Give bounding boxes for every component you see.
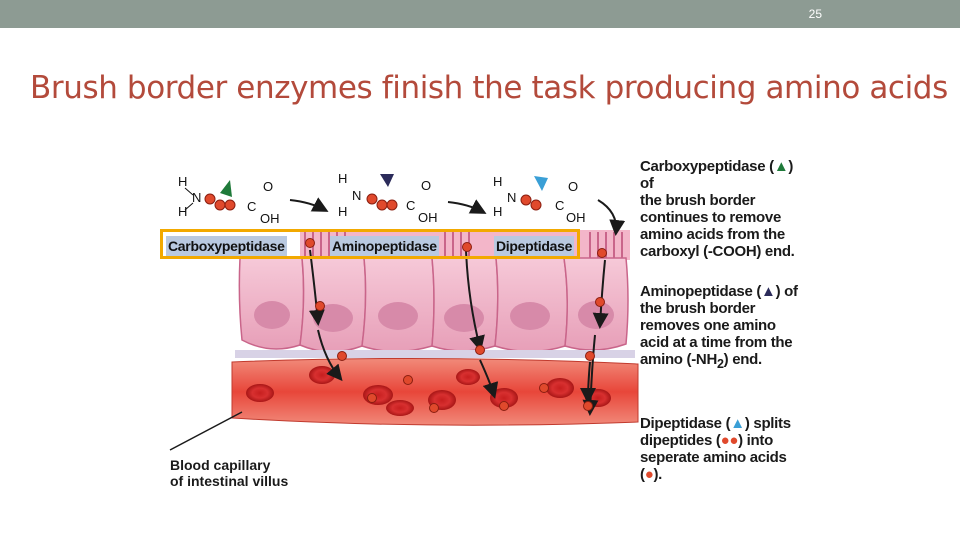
dipeptide-icon: ●● — [720, 432, 739, 449]
triangle-icon-green: ▲ — [773, 158, 789, 175]
svg-text:OH: OH — [418, 210, 438, 225]
transit-amino-acids — [305, 238, 607, 413]
amino-acid-icon: ● — [644, 466, 654, 483]
slide-title: Brush border enzymes finish the task pro… — [30, 70, 948, 106]
capillary-label: Blood capillary of intestinal villus — [170, 457, 289, 489]
basement-membrane — [235, 350, 635, 358]
enzyme-label-dipeptidase: Dipeptidase — [494, 236, 575, 256]
svg-text:H: H — [178, 174, 187, 189]
svg-text:H: H — [493, 174, 502, 189]
top-bar: 25 — [0, 0, 960, 28]
svg-text:N: N — [352, 188, 361, 203]
svg-text:OH: OH — [260, 211, 280, 226]
intestine-illustration: HH N C O OH HH N C O OH — [169, 171, 639, 451]
triangle-icon-blue: ▲ — [730, 415, 745, 432]
carboxypeptidase-description: Carboxypeptidase (▲) of the brush border… — [640, 158, 795, 260]
svg-text:N: N — [192, 190, 201, 205]
triangle-icon-dark: ▲ — [761, 283, 776, 300]
molecule-2: H H N C O OH — [338, 171, 438, 225]
amino-acid-structures: HH N C O OH HH N C O OH — [178, 171, 586, 226]
svg-text:H: H — [338, 171, 347, 186]
molecule-1: HH N C O OH — [178, 174, 280, 226]
svg-text:C: C — [247, 199, 256, 214]
slide-number: 25 — [808, 7, 822, 21]
dipeptidase-description: Dipeptidase (▲) splits dipeptides (●●) i… — [640, 415, 791, 483]
enzyme-label-aminopeptidase: Aminopeptidase — [330, 236, 439, 256]
blood-capillary — [231, 357, 639, 426]
enzyme-label-carboxypeptidase: Carboxypeptidase — [166, 236, 287, 256]
svg-text:O: O — [263, 179, 273, 194]
svg-text:N: N — [507, 190, 516, 205]
enzyme-highlight-box — [160, 229, 580, 259]
svg-text:H: H — [493, 204, 502, 219]
svg-text:H: H — [178, 204, 187, 219]
capillary-pointer — [169, 411, 243, 451]
svg-text:O: O — [568, 179, 578, 194]
svg-text:H: H — [338, 204, 347, 219]
molecule-3: HH N C O OH — [493, 174, 586, 225]
svg-text:C: C — [406, 198, 415, 213]
epithelial-cells — [238, 257, 629, 353]
aminopeptidase-description: Aminopeptidase (▲) of the brush border r… — [640, 283, 798, 371]
svg-text:O: O — [421, 178, 431, 193]
svg-text:OH: OH — [566, 210, 586, 225]
svg-text:C: C — [555, 198, 564, 213]
